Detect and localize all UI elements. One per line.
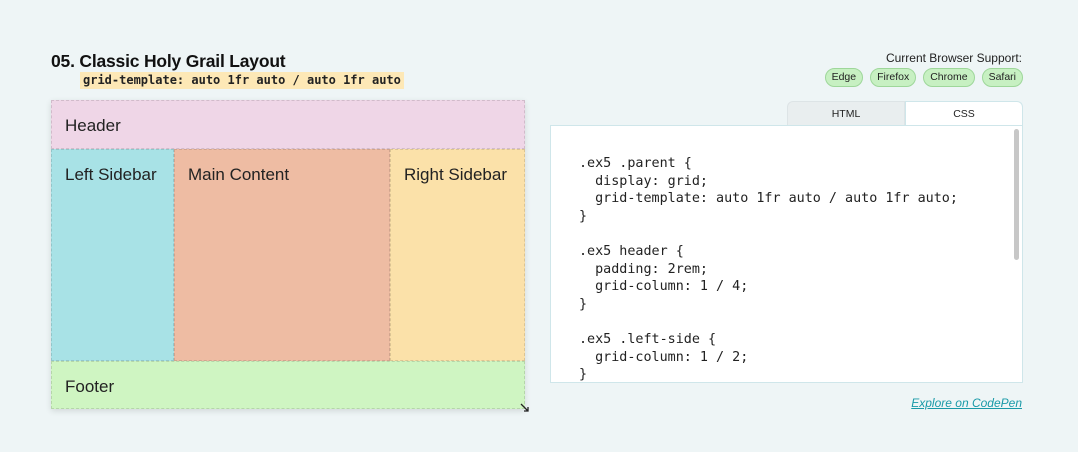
code-scrollbar[interactable] (1014, 129, 1019, 260)
demo-main-content: Main Content (174, 149, 390, 361)
browser-support-label: Current Browser Support: (885, 51, 1022, 65)
browser-badge-edge: Edge (824, 68, 864, 87)
code-panel[interactable]: .ex5 .parent { display: grid; grid-templ… (550, 125, 1023, 383)
browser-badges: Edge Firefox Chrome Safari (824, 68, 1023, 87)
browser-badge-safari: Safari (981, 68, 1023, 87)
demo-left-sidebar: Left Sidebar (51, 149, 174, 361)
css-code: .ex5 .parent { display: grid; grid-templ… (579, 156, 958, 383)
demo-footer: Footer (51, 361, 525, 409)
demo-right-sidebar: Right Sidebar (390, 149, 525, 361)
resize-handle-icon[interactable] (520, 403, 530, 416)
section-title: 05. Classic Holy Grail Layout (51, 51, 286, 71)
holy-grail-demo: Header Left Sidebar Main Content Right S… (51, 100, 525, 409)
browser-badge-firefox: Firefox (870, 68, 917, 87)
browser-badge-chrome: Chrome (923, 68, 975, 87)
code-tabs: HTML CSS (787, 101, 1023, 126)
tab-html[interactable]: HTML (787, 101, 905, 126)
demo-header: Header (51, 100, 525, 149)
grid-template-code-badge: grid-template: auto 1fr auto / auto 1fr … (80, 72, 404, 89)
tab-css[interactable]: CSS (905, 101, 1023, 126)
explore-codepen-link[interactable]: Explore on CodePen (911, 396, 1022, 410)
